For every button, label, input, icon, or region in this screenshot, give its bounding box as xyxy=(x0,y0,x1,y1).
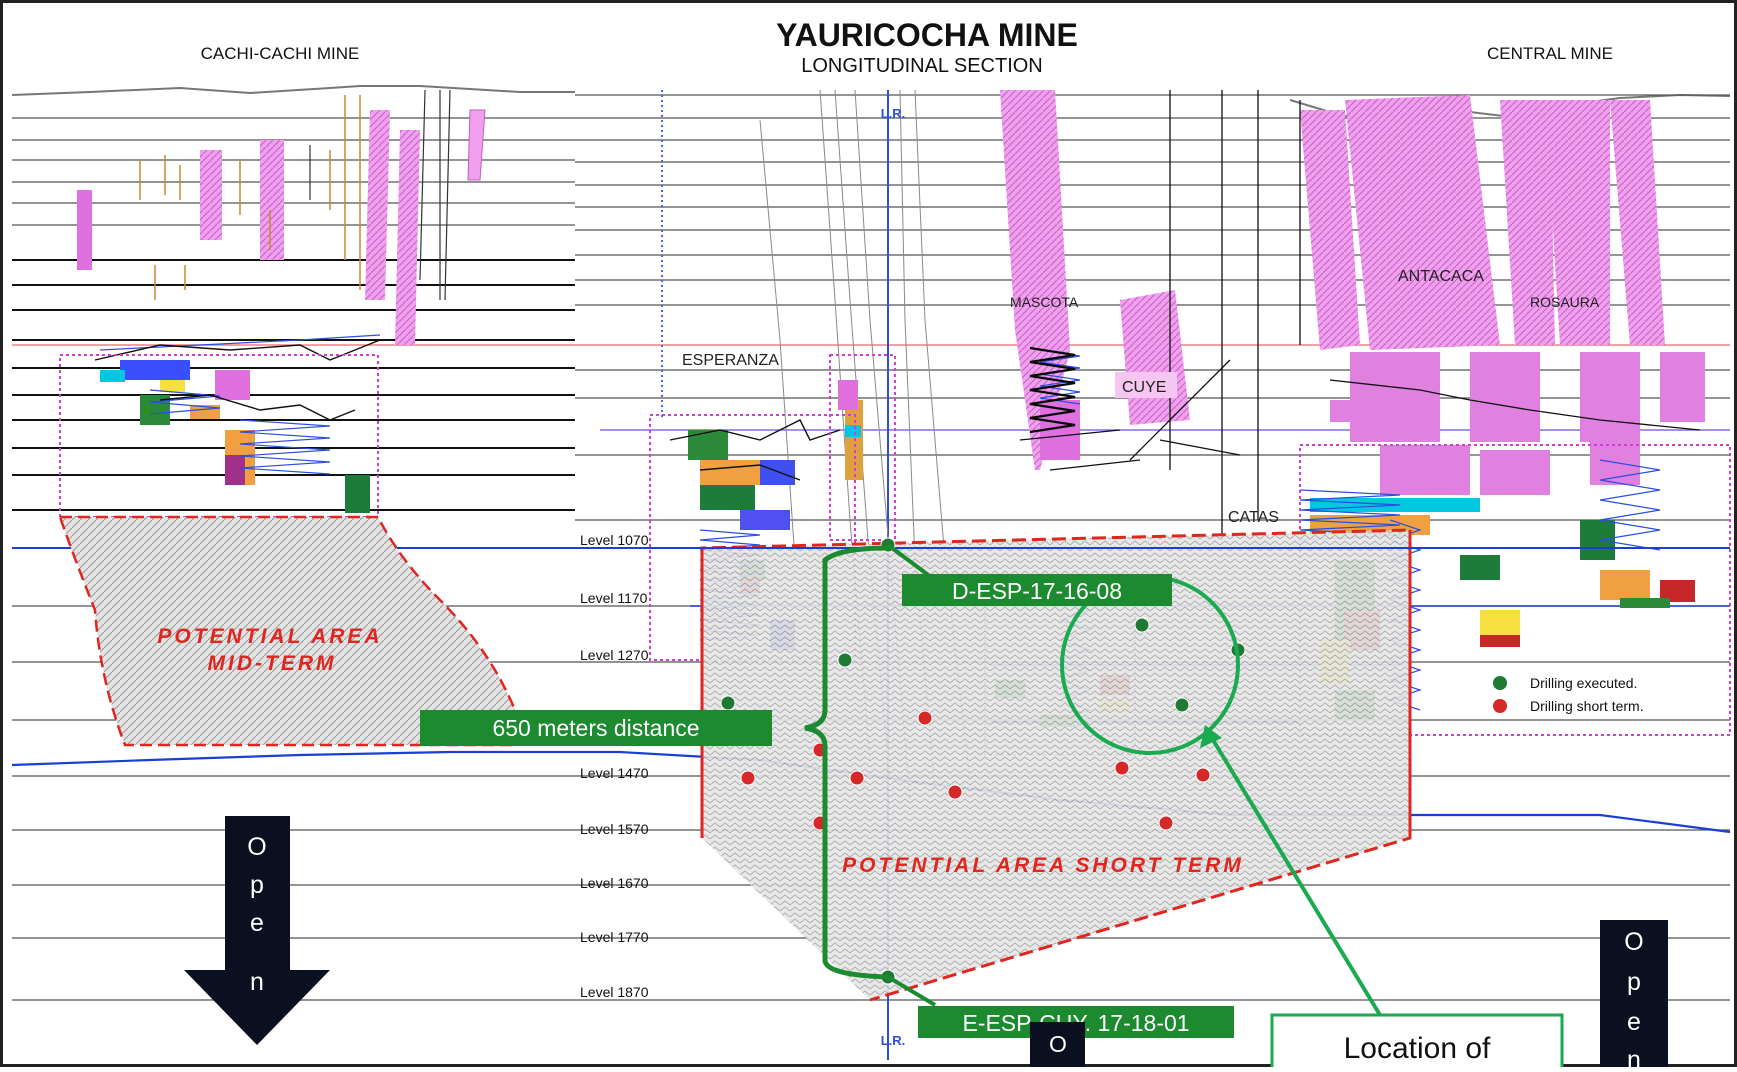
esperanza-dotted-outline-2 xyxy=(829,354,896,541)
drill-executed-point xyxy=(1174,697,1190,713)
level-1870-label: Level 1870 xyxy=(580,984,649,1000)
level-1270-label: Level 1270 xyxy=(580,647,649,663)
open-arrow-letter-1: O xyxy=(247,833,266,861)
drill-executed-point xyxy=(720,695,736,711)
location-callout-text: Location of xyxy=(1344,1032,1491,1065)
surface-left xyxy=(11,85,575,96)
potential-area-mid-term xyxy=(58,515,517,747)
legend-short-term-label: Drilling short term. xyxy=(1530,698,1644,714)
left-mine-label: CACHI-CACHI MINE xyxy=(201,44,360,63)
open-arrow-letter-4: n xyxy=(250,968,264,996)
level-1470-label: Level 1470 xyxy=(580,765,649,781)
open-arrow-letter-2: p xyxy=(250,871,264,899)
mid-term-label-1: POTENTIAL AREA xyxy=(157,625,382,648)
cachi-workings xyxy=(139,95,361,300)
zone-rosaura: ROSAURA xyxy=(1530,294,1600,310)
level-1570-label: Level 1570 xyxy=(580,821,649,837)
distance-label: 650 meters distance xyxy=(492,715,699,741)
right-mine-label: CENTRAL MINE xyxy=(1487,44,1613,63)
drill-short-term-point xyxy=(1158,815,1174,831)
level-1770-label: Level 1770 xyxy=(580,929,649,945)
reference-label-top: L.R. xyxy=(881,106,906,121)
zone-antacaca: ANTACACA xyxy=(1398,268,1484,285)
drill-short-term-point xyxy=(947,784,963,800)
level-labels: Level 1070 Level 1170 Level 1270 Level 1… xyxy=(580,532,649,1000)
legend-executed-swatch xyxy=(1493,676,1507,690)
drill-top-label-box xyxy=(902,574,1172,606)
cachi-shafts xyxy=(309,89,451,301)
level-1670-label: Level 1670 xyxy=(580,875,649,891)
cuye-label-bg xyxy=(1115,372,1177,398)
distance-label-box xyxy=(420,710,772,746)
drill-short-term-point xyxy=(849,770,865,786)
short-term-label: POTENTIAL AREA SHORT TERM xyxy=(842,854,1244,877)
zone-esperanza: ESPERANZA xyxy=(682,352,779,369)
level-1170-label: Level 1170 xyxy=(580,590,648,606)
drill-short-term-point xyxy=(740,770,756,786)
drill-short-term-point xyxy=(1195,767,1211,783)
legend-short-term-swatch xyxy=(1493,699,1507,713)
open-right-letter-3: e xyxy=(1627,1008,1641,1036)
zone-catas: CATAS xyxy=(1228,509,1279,526)
open-center-letter: O xyxy=(1049,1031,1067,1057)
legend: Drilling executed. Drilling short term. xyxy=(1493,675,1644,714)
open-right-letter-4: n xyxy=(1627,1046,1641,1067)
drill-bottom-leader xyxy=(886,975,937,1007)
diagram-subtitle: LONGITUDINAL SECTION xyxy=(801,55,1043,77)
zone-mascota: MASCOTA xyxy=(1010,294,1079,310)
diagram-title: YAURICOCHA MINE xyxy=(776,17,1078,53)
cachi-orebodies xyxy=(77,109,486,513)
level-grid-left-dark xyxy=(12,259,575,511)
legend-executed-label: Drilling executed. xyxy=(1530,675,1637,691)
location-callout-box xyxy=(1270,1013,1564,1072)
mascota-zigzag xyxy=(1029,346,1076,434)
reference-label-bottom: L.R. xyxy=(881,1033,906,1048)
zone-cuye: CUYE xyxy=(1122,379,1166,396)
distance-brace xyxy=(804,545,889,980)
open-arrow-letter-3: e xyxy=(250,909,264,937)
open-right-box xyxy=(1600,920,1668,1067)
esperanza-workings xyxy=(669,419,841,481)
open-arrow-icon xyxy=(184,816,330,1045)
cachi-black-workings xyxy=(94,339,381,421)
drill-short-term-point xyxy=(917,710,933,726)
open-right-letter-1: O xyxy=(1624,928,1643,956)
drill-top-label: D-ESP-17-16-08 xyxy=(952,578,1122,604)
mid-term-label-2: MID-TERM xyxy=(208,652,337,675)
location-leader-arrow xyxy=(1200,725,1222,748)
level-1070-label: Level 1070 xyxy=(580,532,649,548)
drill-executed-point xyxy=(1134,617,1150,633)
drill-executed-point xyxy=(837,652,853,668)
central-shafts xyxy=(1019,90,1701,540)
location-leader xyxy=(1208,733,1382,1017)
level-grid-left xyxy=(12,117,575,226)
open-center-box xyxy=(1030,1022,1085,1067)
open-right-letter-2: p xyxy=(1627,968,1641,996)
drill-short-term-point xyxy=(1114,760,1130,776)
